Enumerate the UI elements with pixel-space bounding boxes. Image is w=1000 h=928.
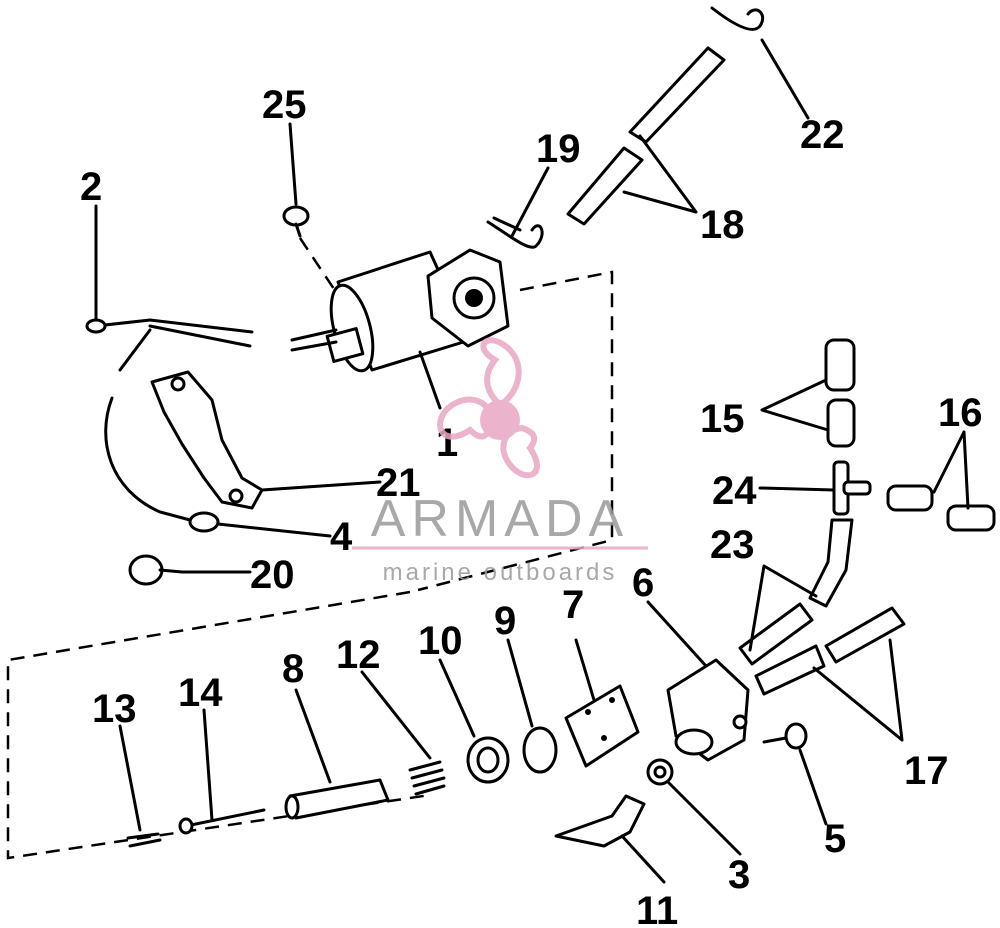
- part-7-gasket: [564, 684, 640, 768]
- part-16-sleeves: [886, 484, 996, 532]
- callout-23: 23: [710, 523, 755, 567]
- armada-watermark: ARMADA marine outboards: [352, 337, 648, 586]
- propeller-logo-icon: [437, 337, 540, 479]
- part-13-small-spring: [126, 832, 162, 848]
- part-21-bracket: [150, 370, 264, 510]
- callout-6: 6: [632, 561, 654, 605]
- part-9-diaphragm: [522, 726, 558, 774]
- part-15-sleeves: [824, 338, 856, 448]
- callout-12: 12: [336, 633, 381, 677]
- callout-2: 2: [80, 165, 102, 209]
- part-24-tee-fitting: [832, 460, 872, 516]
- part-10-bearing: [466, 736, 510, 784]
- callout-9: 9: [494, 599, 516, 643]
- part-5-screw: [762, 722, 808, 750]
- part-4-ground-wire: [104, 396, 220, 533]
- leader-lines: [94, 38, 970, 884]
- watermark-brand: ARMADA: [371, 490, 629, 548]
- callout-3: 3: [728, 853, 750, 897]
- callout-4: 4: [330, 515, 353, 559]
- callout-15: 15: [700, 397, 745, 441]
- callout-labels: 1 2 3 4 5 6 7 8 9 10 11 12 13 14 15 16 1…: [80, 83, 983, 928]
- callout-20: 20: [250, 553, 295, 597]
- callout-19: 19: [536, 127, 581, 171]
- callout-24: 24: [712, 469, 757, 513]
- callout-5: 5: [824, 817, 846, 861]
- part-14-pin: [178, 808, 266, 835]
- callout-16: 16: [938, 391, 983, 435]
- part-22-clip: [710, 6, 765, 31]
- part-11-lever: [554, 794, 646, 848]
- callout-8: 8: [282, 647, 304, 691]
- part-1-motor: [290, 248, 510, 373]
- part-3-washer: [646, 758, 674, 786]
- part-20-screw: [128, 554, 184, 586]
- part-25-screw: [282, 205, 310, 238]
- watermark-tagline: marine outboards: [383, 559, 618, 586]
- callout-21: 21: [376, 461, 421, 505]
- callout-11: 11: [636, 889, 678, 928]
- callout-7: 7: [562, 583, 584, 627]
- part-2-wire-lead: [85, 318, 254, 372]
- part-6-pump-body: [666, 658, 750, 762]
- part-8-plunger: [284, 778, 390, 820]
- callout-18: 18: [700, 203, 745, 247]
- part-17-hoses: [754, 606, 906, 696]
- dashed-boundary: [6, 237, 614, 860]
- callout-22: 22: [800, 113, 845, 157]
- callout-10: 10: [418, 619, 463, 663]
- callout-25: 25: [262, 83, 307, 127]
- part-12-spring: [408, 760, 446, 796]
- callout-13: 13: [92, 687, 137, 731]
- callout-14: 14: [178, 671, 223, 715]
- callout-17: 17: [904, 749, 949, 793]
- part-23-hoses: [738, 518, 854, 666]
